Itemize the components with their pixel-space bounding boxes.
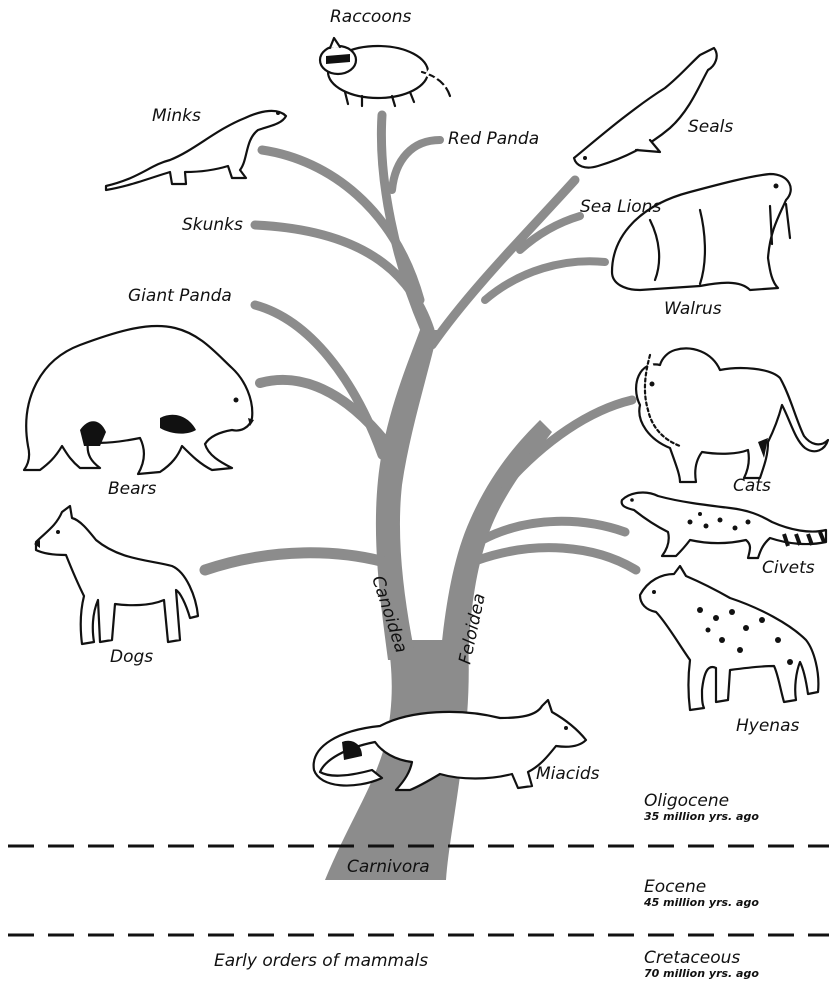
cretaceous-age: 70 million yrs. ago <box>644 967 759 980</box>
eocene-name: Eocene <box>644 877 706 897</box>
seals-label: Seals <box>688 117 733 137</box>
cretaceous-name: Cretaceous <box>644 948 740 968</box>
eocene-age: 45 million yrs. ago <box>643 896 759 909</box>
early-orders-label: Early orders of mammals <box>214 951 428 971</box>
oligocene-age: 35 million yrs. ago <box>644 810 759 823</box>
oligocene-name: Oligocene <box>644 791 729 811</box>
minks-label: Minks <box>152 106 201 126</box>
branch-red-panda <box>392 140 440 190</box>
giant-panda-label: Giant Panda <box>128 286 232 306</box>
bears-label: Bears <box>108 479 157 499</box>
dogs-label: Dogs <box>110 647 153 667</box>
cats-label: Cats <box>733 476 771 496</box>
branch-hyenas <box>478 548 636 570</box>
hyenas-label: Hyenas <box>736 716 799 736</box>
seal-illustration <box>574 48 717 168</box>
dog-illustration <box>34 506 198 644</box>
skunks-label: Skunks <box>182 215 243 235</box>
red-panda-label: Red Panda <box>448 129 539 149</box>
hyena-illustration <box>640 566 818 710</box>
sea-lions-label: Sea Lions <box>580 197 661 217</box>
walrus-illustration <box>612 174 791 290</box>
civet-illustration <box>622 493 826 558</box>
bear-illustration <box>24 326 254 474</box>
branch-walrus <box>485 261 605 300</box>
walrus-label: Walrus <box>664 299 722 319</box>
raccoon-illustration <box>320 38 450 106</box>
civets-label: Civets <box>762 558 815 578</box>
branch-dogs <box>205 553 395 570</box>
carnivora-label: Carnivora <box>347 857 430 877</box>
raccoons-label: Raccoons <box>330 7 411 27</box>
branch-civets <box>482 521 625 540</box>
cat-illustration <box>636 348 828 482</box>
miacids-label: Miacids <box>536 764 600 784</box>
